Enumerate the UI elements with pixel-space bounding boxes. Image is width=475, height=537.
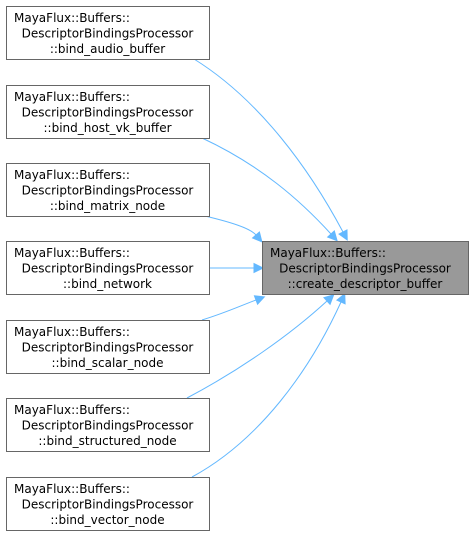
target-node-box <box>262 241 469 295</box>
arrowhead <box>253 295 266 306</box>
call-edge <box>209 262 265 274</box>
caller-node-6-line-2: DescriptorBindingsProcessor <box>22 419 194 433</box>
caller-node-4-box <box>6 241 210 295</box>
call-edge <box>201 137 338 242</box>
edge-line <box>193 58 344 233</box>
caller-node-4-line-3: ::bind_network <box>63 277 152 291</box>
caller-node-5-line-1: MayaFlux::Buffers:: <box>14 325 130 339</box>
arrowhead <box>251 231 263 243</box>
nodes: MayaFlux::Buffers::DescriptorBindingsPro… <box>6 6 469 531</box>
caller-node-1-box <box>6 6 210 60</box>
caller-node-3-line-2: DescriptorBindingsProcessor <box>22 184 194 198</box>
arrowhead <box>335 292 346 305</box>
caller-node-5-line-3: ::bind_scalar_node <box>51 356 163 370</box>
caller-node-5-box <box>6 320 210 374</box>
caller-node-4-line-1: MayaFlux::Buffers:: <box>14 246 130 260</box>
edge-line <box>201 137 332 235</box>
edge-line <box>204 215 257 236</box>
caller-node-5[interactable]: MayaFlux::Buffers::DescriptorBindingsPro… <box>6 320 210 374</box>
caller-node-3-line-3: ::bind_matrix_node <box>50 199 165 213</box>
caller-node-4-line-2: DescriptorBindingsProcessor <box>22 262 194 276</box>
caller-node-3[interactable]: MayaFlux::Buffers::DescriptorBindingsPro… <box>6 163 210 217</box>
caller-node-1-line-1: MayaFlux::Buffers:: <box>14 11 130 25</box>
target-node[interactable]: MayaFlux::Buffers::DescriptorBindingsPro… <box>262 241 469 295</box>
caller-node-2-line-2: DescriptorBindingsProcessor <box>22 106 194 120</box>
caller-node-2[interactable]: MayaFlux::Buffers::DescriptorBindingsPro… <box>6 85 210 139</box>
target-node-line-3: ::create_descriptor_buffer <box>288 277 443 291</box>
call-edge <box>201 295 266 321</box>
caller-node-6-line-3: ::bind_structured_node <box>38 434 176 448</box>
caller-node-6-line-1: MayaFlux::Buffers:: <box>14 403 130 417</box>
caller-node-7[interactable]: MayaFlux::Buffers::DescriptorBindingsPro… <box>6 477 210 531</box>
caller-node-7-line-1: MayaFlux::Buffers:: <box>14 482 130 496</box>
call-edge <box>186 294 335 399</box>
arrowhead <box>338 229 348 241</box>
arrowhead <box>253 262 265 274</box>
caller-node-1-line-2: DescriptorBindingsProcessor <box>22 27 194 41</box>
caller-node-2-line-1: MayaFlux::Buffers:: <box>14 90 130 104</box>
edges <box>186 58 348 478</box>
caller-node-3-box <box>6 163 210 217</box>
caller-node-5-line-2: DescriptorBindingsProcessor <box>22 341 194 355</box>
target-node-line-2: DescriptorBindingsProcessor <box>279 262 451 276</box>
caller-node-4[interactable]: MayaFlux::Buffers::DescriptorBindingsPro… <box>6 241 210 295</box>
caller-node-7-box <box>6 477 210 531</box>
caller-node-1[interactable]: MayaFlux::Buffers::DescriptorBindingsPro… <box>6 6 210 60</box>
caller-node-6[interactable]: MayaFlux::Buffers::DescriptorBindingsPro… <box>6 398 210 452</box>
call-edge <box>193 58 348 241</box>
edge-line <box>186 300 328 399</box>
edge-line <box>201 299 257 321</box>
target-node-line-1: MayaFlux::Buffers:: <box>270 246 386 260</box>
edge-line <box>191 301 342 478</box>
caller-node-3-line-1: MayaFlux::Buffers:: <box>14 168 130 182</box>
call-edge <box>204 215 263 243</box>
caller-node-7-line-2: DescriptorBindingsProcessor <box>22 498 194 512</box>
caller-node-6-box <box>6 398 210 452</box>
arrowhead <box>326 230 338 242</box>
caller-node-2-box <box>6 85 210 139</box>
call-edge <box>191 292 346 478</box>
caller-node-7-line-3: ::bind_vector_node <box>50 513 164 527</box>
arrowhead <box>323 294 335 306</box>
caller-node-1-line-3: ::bind_audio_buffer <box>50 42 165 56</box>
caller-node-2-line-3: ::bind_host_vk_buffer <box>43 121 171 135</box>
